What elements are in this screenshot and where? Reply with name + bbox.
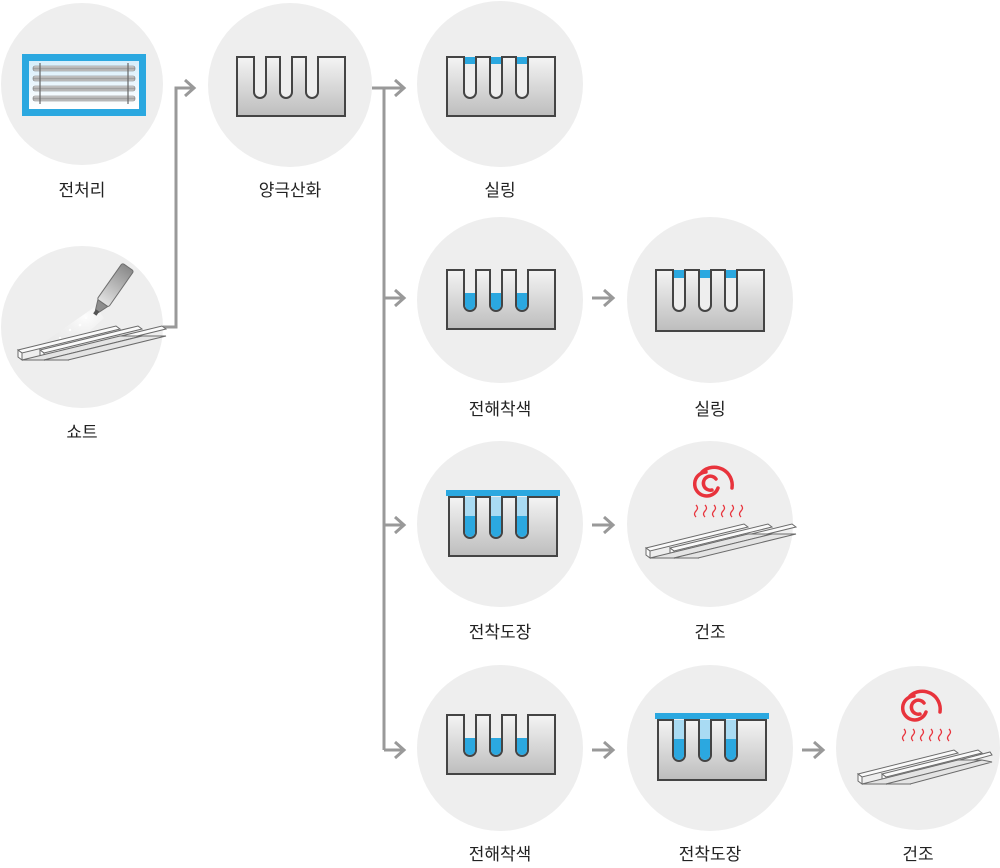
sealed-pores-icon <box>446 56 556 117</box>
arrowhead-sealing-2 <box>603 288 616 308</box>
step-sealing-2 <box>627 217 793 383</box>
step-shot <box>1 246 168 408</box>
arrowhead-sealing-1 <box>394 78 407 98</box>
step-pretreatment <box>1 3 163 165</box>
step-anodizing <box>208 3 372 167</box>
profile-bars-icon <box>16 325 168 361</box>
step-electrolytic-coloring-1 <box>417 217 583 383</box>
coated-pores-icon <box>446 490 560 557</box>
label-pretreatment: 전처리 <box>58 181 106 201</box>
step-sealing-1 <box>417 1 583 167</box>
coated-pores-icon <box>655 713 769 781</box>
label-drying-2: 건조 <box>902 845 934 865</box>
label-sealing-2: 실링 <box>694 400 726 420</box>
heat-dry-icon <box>644 465 798 559</box>
arrowhead-drying-2 <box>813 740 826 760</box>
heat-dry-icon <box>856 689 993 785</box>
step-electrodeposition-1 <box>417 441 583 607</box>
porous-layer-icon <box>236 56 346 117</box>
label-drying-1: 건조 <box>694 623 726 643</box>
label-sealing-1: 실링 <box>484 181 516 201</box>
arrow-shot-to-anodizing <box>158 86 193 329</box>
colored-pores-icon <box>446 714 556 775</box>
step-electrodeposition-2 <box>627 665 793 831</box>
label-electrodeposition-1: 전착도장 <box>468 623 532 643</box>
label-shot: 쇼트 <box>66 423 98 443</box>
colored-pores-icon <box>446 269 556 330</box>
arrowhead-electrolytic-coloring-1 <box>394 288 407 308</box>
arrowhead-electrodeposition-1 <box>394 515 407 535</box>
arrowhead-anodizing <box>184 78 197 98</box>
label-electrodeposition-2: 전착도장 <box>678 845 742 865</box>
arrowhead-electrodeposition-2 <box>603 740 616 760</box>
label-electrolytic-coloring-1: 전해착색 <box>468 400 532 420</box>
arrowhead-drying-1 <box>603 515 616 535</box>
step-drying-1 <box>627 441 798 607</box>
rack-icon <box>22 54 146 116</box>
label-anodizing: 양극산화 <box>258 181 322 201</box>
arrowhead-electrolytic-coloring-2 <box>394 740 407 760</box>
connectors <box>158 78 826 760</box>
step-drying-2 <box>836 666 1000 830</box>
label-electrolytic-coloring-2: 전해착색 <box>468 845 532 865</box>
sealed-pores-icon <box>655 269 765 332</box>
step-electrolytic-coloring-2 <box>417 665 583 831</box>
